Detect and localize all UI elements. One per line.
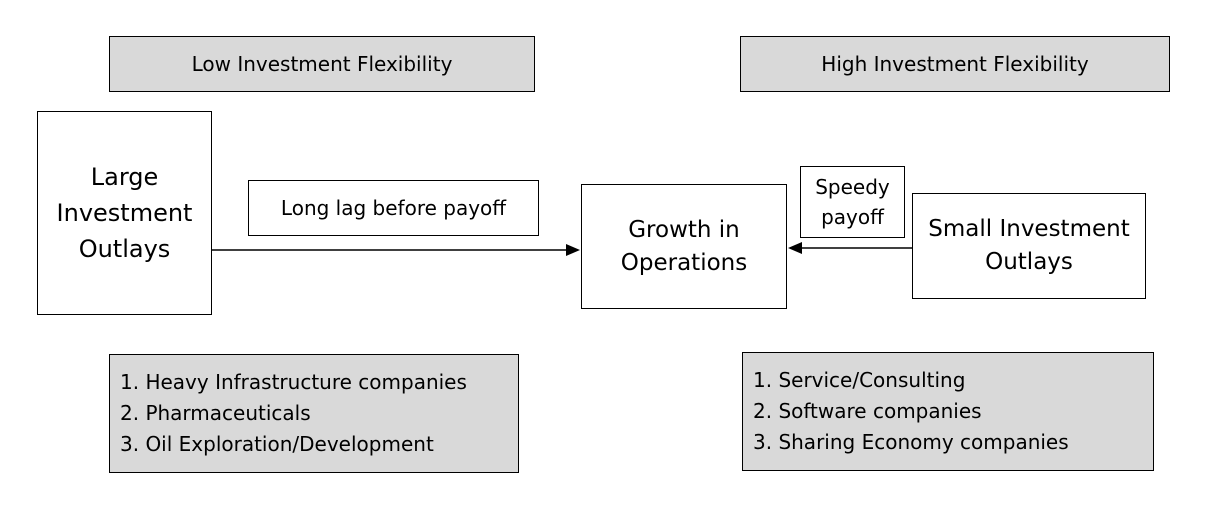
large-investment-line-3: Outlays (78, 235, 171, 263)
speedy-payoff-label: Speedy payoff (800, 166, 905, 238)
long-lag-label-text: Long lag before payoff (280, 196, 507, 220)
growth-line-1: Growth in (628, 216, 740, 243)
speedy-payoff-line-2: payoff (821, 205, 884, 229)
high-flexibility-header-text: High Investment Flexibility (821, 52, 1089, 76)
long-lag-arrowhead (566, 244, 580, 256)
list-item: 2. Software companies (753, 399, 982, 423)
speedy-payoff-line-1: Speedy (815, 175, 890, 199)
low-flexibility-header-text: Low Investment Flexibility (191, 52, 453, 76)
small-investment-line-2: Outlays (985, 249, 1073, 275)
list-item: 2. Pharmaceuticals (120, 401, 311, 425)
low-flexibility-header: Low Investment Flexibility (109, 36, 535, 92)
list-item: 3. Oil Exploration/Development (120, 432, 434, 456)
list-item: 3. Sharing Economy companies (753, 430, 1069, 454)
low-flexibility-examples: 1. Heavy Infrastructure companies 2. Pha… (109, 354, 519, 473)
small-investment-line-1: Small Investment (928, 216, 1130, 242)
large-investment-line-2: Investment (56, 199, 193, 227)
large-investment-outlays-box: Large Investment Outlays (37, 111, 212, 315)
growth-line-2: Operations (620, 249, 748, 276)
long-lag-label: Long lag before payoff (248, 180, 539, 236)
list-item: 1. Heavy Infrastructure companies (120, 370, 467, 394)
high-flexibility-examples: 1. Service/Consulting 2. Software compan… (742, 352, 1154, 471)
small-investment-outlays-box: Small Investment Outlays (912, 193, 1146, 299)
speedy-payoff-arrowhead (788, 242, 802, 254)
high-flexibility-header: High Investment Flexibility (740, 36, 1170, 92)
large-investment-line-1: Large (90, 163, 159, 191)
list-item: 1. Service/Consulting (753, 368, 966, 392)
growth-in-operations-box: Growth in Operations (581, 184, 787, 309)
